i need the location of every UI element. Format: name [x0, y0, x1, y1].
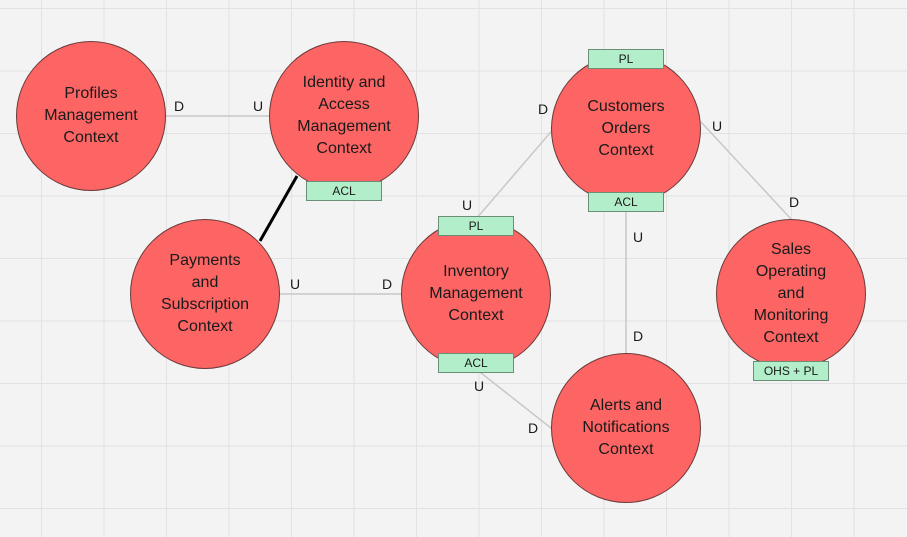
pattern-tag-sales[interactable]: OHS + PL: [753, 361, 829, 381]
relation-role-inventory: U: [474, 378, 485, 394]
relation-role-inventory: D: [382, 276, 393, 292]
relation-line-inventory-orders: [475, 125, 557, 220]
context-node-label: Inventory Management Context: [429, 263, 523, 324]
relation-role-orders: U: [712, 118, 723, 134]
context-node-orders[interactable]: Customers Orders Context: [551, 54, 701, 204]
context-node-iam[interactable]: Identity and Access Management Context: [269, 41, 419, 191]
pattern-tag-orders[interactable]: PL: [588, 49, 664, 69]
context-node-label: Payments and Subscription Context: [160, 252, 250, 335]
context-node-sales[interactable]: Sales Operating and Monitoring Context: [716, 219, 866, 369]
context-node-profiles[interactable]: Profiles Management Context: [16, 41, 166, 191]
context-node-inventory[interactable]: Inventory Management Context: [401, 219, 551, 369]
context-node-alerts[interactable]: Alerts and Notifications Context: [551, 353, 701, 503]
relation-role-profiles: D: [174, 98, 185, 114]
pattern-tag-iam[interactable]: ACL: [306, 181, 382, 201]
relation-line-inventory-alerts: [475, 368, 557, 433]
relation-role-payments: U: [290, 276, 301, 292]
pattern-tag-inventory[interactable]: PL: [438, 216, 514, 236]
pattern-tag-orders[interactable]: ACL: [588, 192, 664, 212]
relation-role-iam: U: [253, 98, 264, 114]
context-node-label: Customers Orders Context: [587, 98, 665, 159]
connector-layer: [165, 115, 792, 433]
pattern-tag-inventory[interactable]: ACL: [438, 353, 514, 373]
relation-role-sales: D: [789, 194, 800, 210]
context-node-label: Sales Operating and Monitoring Context: [753, 241, 829, 346]
context-node-label: Alerts and Notifications Context: [582, 397, 670, 458]
relation-role-alerts: D: [528, 420, 539, 436]
relation-role-inventory: U: [462, 197, 473, 213]
relation-line-iam-payments: [258, 175, 299, 242]
relation-role-orders: D: [538, 101, 549, 117]
relation-line-orders-sales: [700, 121, 792, 220]
relation-role-orders: U: [633, 229, 644, 245]
context-node-label: Profiles Management Context: [44, 85, 138, 146]
context-node-payments[interactable]: Payments and Subscription Context: [130, 219, 280, 369]
context-node-label: Identity and Access Management Context: [297, 74, 391, 157]
relation-role-alerts: D: [633, 328, 644, 344]
